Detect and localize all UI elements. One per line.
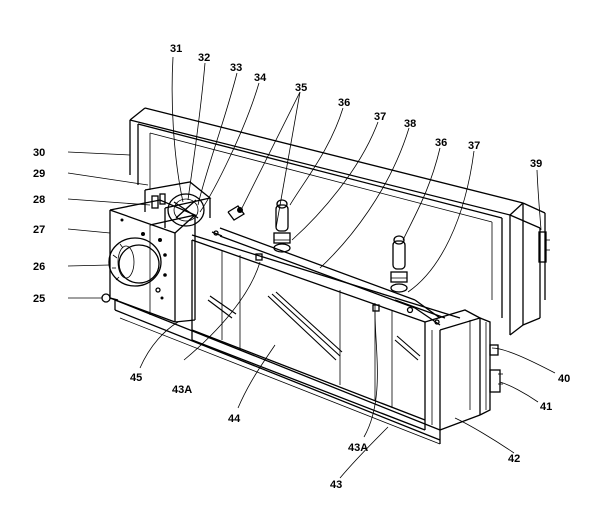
motor-assembly: [144, 181, 212, 228]
callout-40: 40: [558, 373, 570, 385]
callout-36-right: 36: [435, 137, 447, 149]
callout-45: 45: [130, 372, 142, 384]
callout-39: 39: [530, 158, 542, 170]
main-panel: [114, 227, 461, 445]
callout-41: 41: [540, 401, 552, 413]
callout-43a-right: 43A: [348, 442, 368, 454]
callout-35: 35: [295, 82, 307, 94]
callout-27: 27: [33, 224, 45, 236]
callout-44: 44: [228, 413, 241, 425]
callout-33: 33: [230, 62, 242, 74]
callout-37-right: 37: [468, 140, 480, 152]
top-housing: [129, 107, 550, 336]
callout-25: 25: [33, 293, 45, 305]
callout-43a-left: 43A: [172, 384, 192, 396]
callout-36: 36: [338, 97, 350, 109]
callout-29: 29: [33, 168, 45, 180]
callout-30: 30: [33, 147, 45, 159]
callout-26: 26: [33, 261, 45, 273]
callout-32: 32: [198, 52, 210, 64]
lamp-sockets: [211, 199, 408, 312]
leader-lines: [67, 56, 556, 479]
right-end-cap: [394, 299, 503, 431]
callout-42: 42: [508, 453, 520, 465]
timer-housing: [101, 199, 198, 323]
callout-38: 38: [404, 118, 416, 130]
callout-37: 37: [374, 111, 386, 123]
callout-34: 34: [254, 72, 267, 84]
callout-43: 43: [330, 479, 342, 491]
callout-31: 31: [170, 43, 182, 55]
callout-28: 28: [33, 194, 45, 206]
callout-labels: 31 32 33 34 35 36 37 38 36 37 39 30 29 2…: [33, 43, 570, 491]
